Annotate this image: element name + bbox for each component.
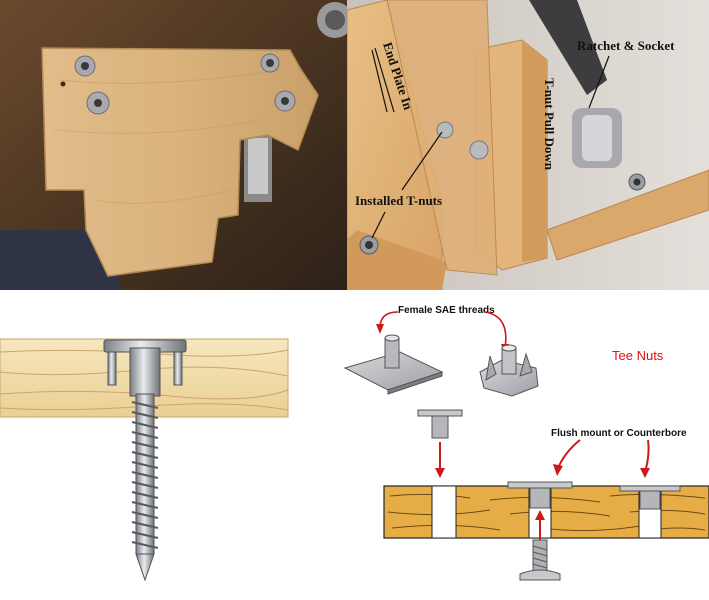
tnut-icon	[274, 90, 296, 112]
tnut-icon	[260, 53, 280, 73]
tee-nuts-title: Tee Nuts	[612, 348, 664, 363]
tee-nuts-drawing: Female SAE threads Tee Nuts Flush mount …	[343, 305, 709, 581]
bolt-icon	[519, 539, 561, 581]
photo-tnut-pull-down-jig: End Plate In Ratchet & Socket T-nut Pull…	[347, 0, 709, 290]
female-threads-label: Female SAE threads	[398, 305, 495, 316]
flush-mount-label: Flush mount or Counterbore	[551, 428, 687, 439]
tnut-icon	[103, 339, 187, 397]
plate-photo-illustration	[0, 0, 347, 290]
screw-in-wood-drawing	[0, 338, 289, 582]
plywood-plate	[41, 47, 319, 277]
photo-plate-with-tnuts	[0, 0, 347, 290]
installed-tnuts-label: Installed T-nuts	[355, 193, 442, 208]
tnut-icon	[86, 91, 110, 115]
tee-nuts-diagram: Female SAE threads Tee Nuts Flush mount …	[340, 290, 709, 600]
tnut-cross-section-illustration	[0, 290, 340, 600]
tnut-pull-down-label: T-nut Pull Down	[542, 78, 557, 171]
plate-tee-nut-icon	[343, 334, 444, 395]
ratchet-socket-label: Ratchet & Socket	[577, 38, 675, 53]
screw-icon	[131, 393, 159, 582]
tnut-icon	[74, 55, 96, 77]
pronged-tee-nut-icon	[479, 344, 539, 397]
jig-photo-illustration: End Plate In Ratchet & Socket T-nut Pull…	[347, 0, 709, 290]
